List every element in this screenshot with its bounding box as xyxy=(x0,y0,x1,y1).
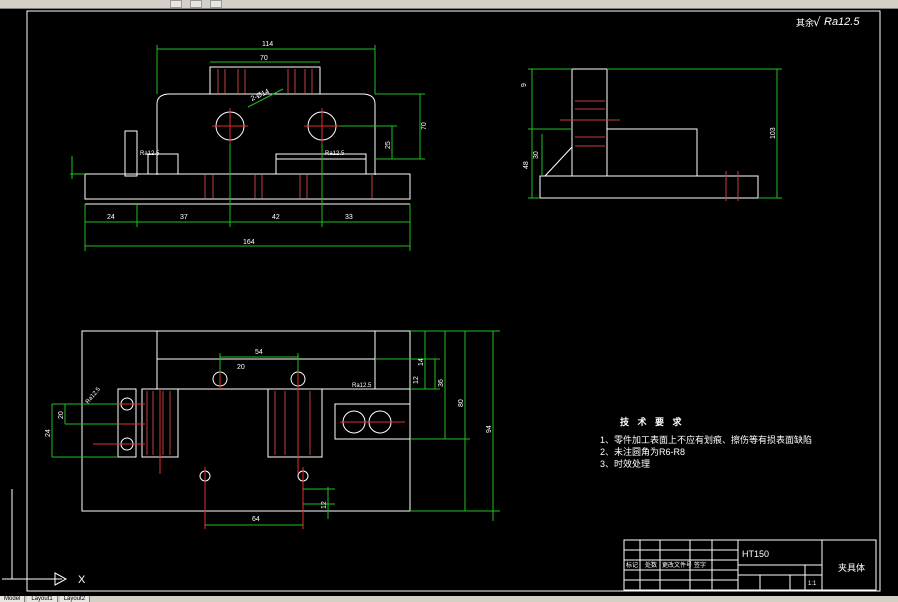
tech-item-1: 1、零件加工表面上不应有划痕、擦伤等有损表面缺陷 xyxy=(600,435,813,445)
roughness-prefix: 其余 xyxy=(796,17,814,29)
title-block xyxy=(623,539,877,591)
dim-plan-hole: 20 xyxy=(237,364,245,371)
dim-side-low: 48 xyxy=(523,161,530,169)
dim-plan-h5: 94 xyxy=(486,425,493,433)
drawing-frame xyxy=(26,10,881,592)
toolbar-button[interactable] xyxy=(210,0,222,8)
drawing-canvas[interactable]: 其余 √ Ra12.5 xyxy=(0,9,898,596)
dim-plan-bottom: 64 xyxy=(252,516,260,523)
dim-side-top: 9 xyxy=(521,83,528,87)
plan-view: 54 20 14 12 36 80 94 64 24 20 12 Ra12.5 … xyxy=(45,330,500,529)
status-bar xyxy=(0,596,898,602)
title-block-label-2: 处数 xyxy=(645,561,657,569)
tab-layout2[interactable]: Layout2 xyxy=(59,596,91,602)
title-block-label-3: 更改文件号 xyxy=(662,561,692,569)
dim-hole-depth: 25 xyxy=(385,141,392,149)
dim-plan-left: 24 xyxy=(45,429,52,437)
dim-span-1: 24 xyxy=(107,214,115,221)
dim-plan-h1: 14 xyxy=(418,358,425,366)
rough-tag-3: Ra12.5 xyxy=(352,383,372,389)
dim-side-mid: 30 xyxy=(533,151,540,159)
dim-right-height: 70 xyxy=(421,122,428,130)
dim-span-2: 37 xyxy=(180,214,188,221)
rough-tag-4: Ra12.5 xyxy=(85,386,102,405)
rough-tag-1: Ra12.5 xyxy=(140,151,160,157)
dim-top-inner: 70 xyxy=(260,55,268,62)
dim-plan-right-small: 12 xyxy=(321,501,328,509)
roughness-symbol: √ xyxy=(813,15,821,29)
title-block-label-4: 签字 xyxy=(694,561,706,569)
dim-plan-h2: 12 xyxy=(413,376,420,384)
ucs-icon xyxy=(2,489,68,586)
dim-plan-h4: 80 xyxy=(458,399,465,407)
layout-tabs: Model Layout1 Layout2 xyxy=(0,596,91,602)
front-view: 114 70 2-Ø14 70 25 164 24 37 42 33 Ra12.… xyxy=(70,41,428,251)
dim-span-4: 33 xyxy=(345,214,353,221)
tab-layout1[interactable]: Layout1 xyxy=(27,596,58,602)
tech-title: 技 术 要 求 xyxy=(620,417,685,427)
tech-item-2: 2、未注圆角为R6-R8 xyxy=(600,447,686,457)
technical-requirements: 技 术 要 求 1、零件加工表面上不应有划痕、擦伤等有损表面缺陷 2、未注圆角为… xyxy=(600,416,812,470)
dim-plan-width: 54 xyxy=(255,349,263,356)
title-block-label-1: 标记 xyxy=(626,561,638,569)
roughness-value: Ra12.5 xyxy=(824,16,860,28)
side-view: 9 30 48 103 xyxy=(521,68,782,201)
application-toolbar xyxy=(0,0,898,9)
rough-tag-2: Ra12.5 xyxy=(325,151,345,157)
toolbar-button[interactable] xyxy=(190,0,202,8)
toolbar-button[interactable] xyxy=(170,0,182,8)
dim-side-total: 103 xyxy=(770,127,777,139)
dim-top-overall: 114 xyxy=(262,41,273,48)
dim-plan-left-sub: 20 xyxy=(58,411,65,419)
tab-model[interactable]: Model xyxy=(0,596,26,602)
tech-item-3: 3、时效处理 xyxy=(600,459,651,469)
title-block-part-name: 夹具体 xyxy=(838,562,865,574)
dim-base-width: 164 xyxy=(243,239,255,246)
dim-span-3: 42 xyxy=(272,214,280,221)
title-block-material: HT150 xyxy=(742,549,769,559)
title-block-scale: 1:1 xyxy=(808,581,817,587)
dim-plan-h3: 36 xyxy=(438,379,445,387)
ucs-x-label: X xyxy=(78,574,86,586)
